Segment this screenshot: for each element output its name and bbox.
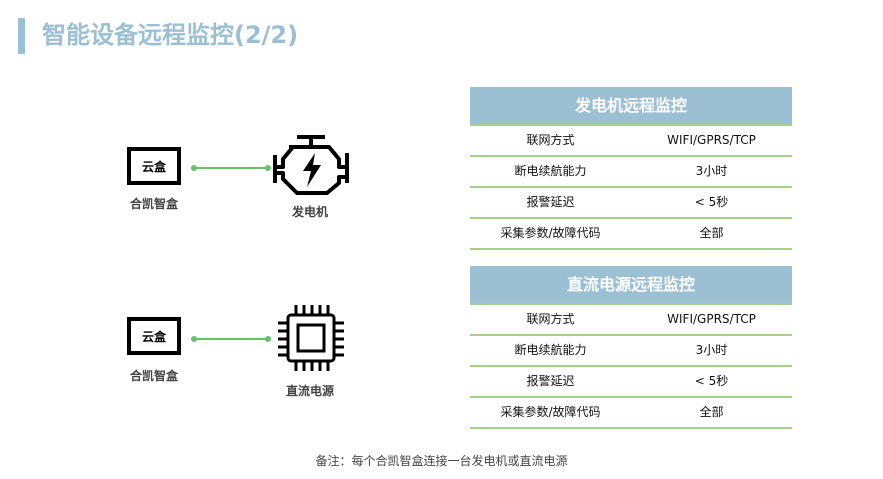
cell: < 5秒 xyxy=(694,374,729,388)
cell: WIFI/GPRS/TCP xyxy=(667,312,756,326)
cell: 全部 xyxy=(699,405,724,419)
engine-icon xyxy=(273,135,349,195)
generator-label: 发电机 xyxy=(291,205,328,219)
title-accent-bar xyxy=(18,18,25,54)
connector-line-1 xyxy=(194,167,268,169)
box-label-1: 合凯智盒 xyxy=(129,197,178,211)
footnote: 备注：每个合凯智盒连接一台发电机或直流电源 xyxy=(315,454,568,468)
dc-power-label: 直流电源 xyxy=(285,384,334,398)
cell: 断电续航能力 xyxy=(514,164,587,178)
cell: 联网方式 xyxy=(526,133,575,147)
table-row: 报警延迟 < 5秒 xyxy=(470,186,792,217)
cell: 报警延迟 xyxy=(526,195,575,209)
cell: < 5秒 xyxy=(694,195,729,209)
cloud-box-1: 云盒 xyxy=(127,147,181,185)
table-row: 采集参数/故障代码 全部 xyxy=(470,217,792,250)
cell: 报警延迟 xyxy=(526,374,575,388)
connector-dot xyxy=(265,165,271,171)
cell: 断电续航能力 xyxy=(514,343,587,357)
generator-table: 发电机远程监控 联网方式 WIFI/GPRS/TCP 断电续航能力 3小时 报警延迟… xyxy=(470,87,792,250)
cell: WIFI/GPRS/TCP xyxy=(667,133,756,147)
cell: 联网方式 xyxy=(526,312,575,326)
cell: 采集参数/故障代码 xyxy=(500,226,601,240)
connector-line-2 xyxy=(194,338,268,340)
page-title: 智能设备远程监控(2/2) xyxy=(42,21,299,49)
table-row: 断电续航能力 3小时 xyxy=(470,334,792,365)
table-header: 直流电源远程监控 xyxy=(470,266,792,303)
cell: 3小时 xyxy=(695,343,728,357)
cell: 3小时 xyxy=(695,164,728,178)
cell: 全部 xyxy=(699,226,724,240)
connector-dot xyxy=(265,336,271,342)
chip-icon xyxy=(278,305,344,371)
table-row: 断电续航能力 3小时 xyxy=(470,155,792,186)
box-label-2: 合凯智盒 xyxy=(129,369,178,383)
table-row: 联网方式 WIFI/GPRS/TCP xyxy=(470,303,792,334)
table-row: 报警延迟 < 5秒 xyxy=(470,365,792,396)
cloud-box-2: 云盒 xyxy=(127,317,181,355)
table-row: 联网方式 WIFI/GPRS/TCP xyxy=(470,124,792,155)
table-row: 采集参数/故障代码 全部 xyxy=(470,396,792,429)
cell: 采集参数/故障代码 xyxy=(500,405,601,419)
dc-power-table: 直流电源远程监控 联网方式 WIFI/GPRS/TCP 断电续航能力 3小时 报警延… xyxy=(470,266,792,429)
table-header: 发电机远程监控 xyxy=(470,87,792,124)
